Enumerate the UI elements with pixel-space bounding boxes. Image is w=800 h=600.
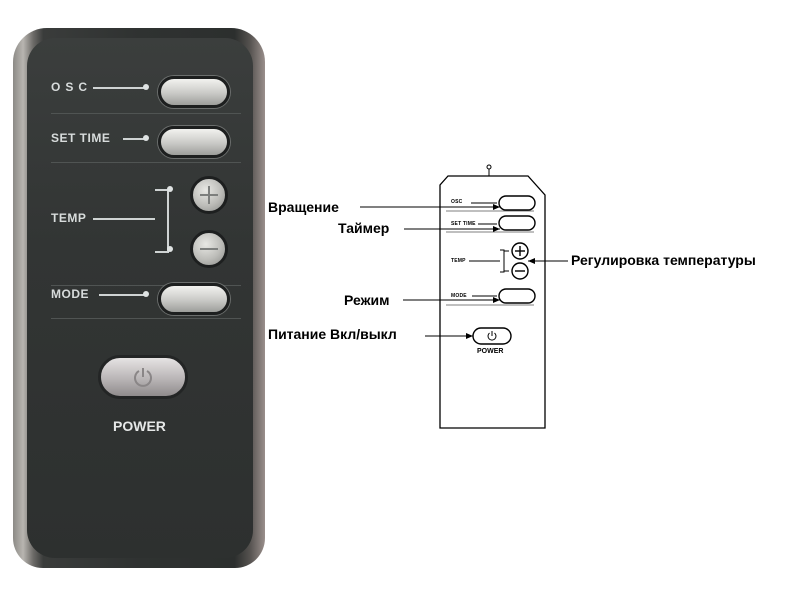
remote-photo: OSC SET TIME TEMP MODE POWER — [13, 28, 265, 568]
groove — [51, 285, 241, 286]
callout-timer: Таймер — [338, 220, 390, 236]
mode-label: MODE — [51, 287, 89, 301]
set-time-leader — [123, 138, 145, 140]
temp-plus-button[interactable] — [190, 176, 228, 214]
osc-label: OSC — [51, 80, 93, 94]
temp-minus-dot — [167, 246, 173, 252]
temp-minus-button[interactable] — [190, 230, 228, 268]
temp-label: TEMP — [51, 211, 87, 225]
osc-button[interactable] — [158, 76, 230, 108]
set-time-leader-dot — [143, 135, 149, 141]
minus-icon — [200, 248, 218, 250]
set-time-button[interactable] — [158, 126, 230, 158]
diagram-osc-label: OSC — [451, 199, 463, 205]
mode-leader-dot — [143, 291, 149, 297]
mode-leader — [99, 294, 145, 296]
power-icon — [134, 368, 152, 387]
temp-bracket — [155, 189, 169, 253]
set-time-label: SET TIME — [51, 131, 111, 145]
diagram-power-label: POWER — [477, 348, 504, 355]
groove — [51, 113, 241, 114]
osc-leader-dot — [143, 84, 149, 90]
diagram-mode-label: MODE — [451, 293, 467, 299]
diagram-temp-label: TEMP — [451, 258, 466, 264]
temp-leader — [93, 218, 155, 220]
diagram-set-time-label: SET TIME — [451, 221, 476, 227]
temp-plus-dot — [167, 186, 173, 192]
mode-button[interactable] — [158, 283, 230, 315]
callout-rotation: Вращение — [268, 199, 339, 215]
plus-icon — [200, 186, 218, 204]
callout-mode: Режим — [344, 292, 390, 308]
power-button[interactable] — [98, 355, 188, 399]
groove — [51, 162, 241, 163]
power-label: POWER — [113, 418, 166, 434]
callout-temperature: Регулировка температуры — [571, 252, 756, 268]
osc-leader — [93, 87, 145, 89]
groove — [51, 318, 241, 319]
callout-power: Питание Вкл/выкл — [268, 326, 397, 342]
